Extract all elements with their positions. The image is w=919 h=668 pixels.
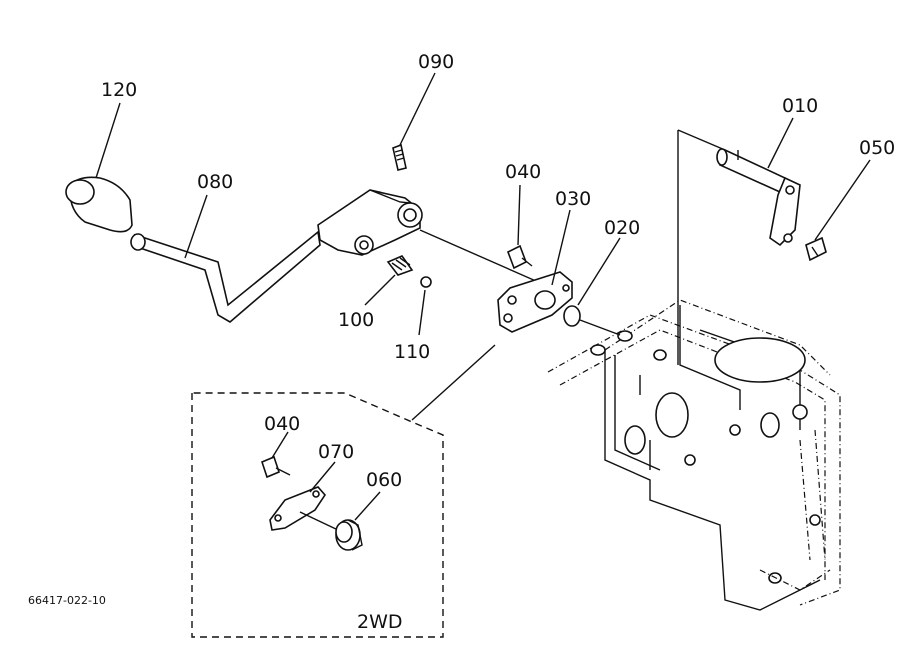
label-040: 040	[505, 161, 541, 183]
label-120: 120	[101, 79, 137, 101]
label-100: 100	[338, 309, 374, 331]
label-110: 110	[394, 341, 430, 363]
drawing-number: 66417-022-10	[28, 594, 106, 607]
bolt-040-2wd[interactable]	[261, 431, 291, 479]
label-050: 050	[859, 137, 895, 159]
transmission-case	[547, 299, 841, 611]
label-080: 080	[197, 171, 233, 193]
bolt-040[interactable]	[506, 244, 533, 270]
knob-120[interactable]	[65, 176, 133, 233]
lever-080[interactable]	[130, 230, 321, 323]
plate-070[interactable]	[269, 461, 339, 531]
label-010: 010	[782, 95, 818, 117]
plate-030[interactable]	[497, 271, 573, 333]
label-020: 020	[604, 217, 640, 239]
pin-090[interactable]	[392, 143, 407, 171]
lever-bracket[interactable]	[317, 189, 423, 256]
label-090: 090	[418, 51, 454, 73]
label-030: 030	[555, 188, 591, 210]
o-ring-020[interactable]	[563, 305, 581, 327]
cap-060[interactable]	[335, 491, 381, 551]
label-060: 060	[366, 469, 402, 491]
label-070: 070	[318, 441, 354, 463]
inset-title: 2WD	[357, 611, 403, 633]
inset-2wd-border	[191, 392, 444, 638]
spring-100[interactable]	[386, 255, 414, 276]
shift-arm-010[interactable]	[716, 148, 801, 247]
label-040-2wd: 040	[264, 413, 300, 435]
leader-lines	[95, 72, 871, 421]
bolt-050[interactable]	[805, 236, 827, 262]
ball-110[interactable]	[420, 276, 432, 288]
